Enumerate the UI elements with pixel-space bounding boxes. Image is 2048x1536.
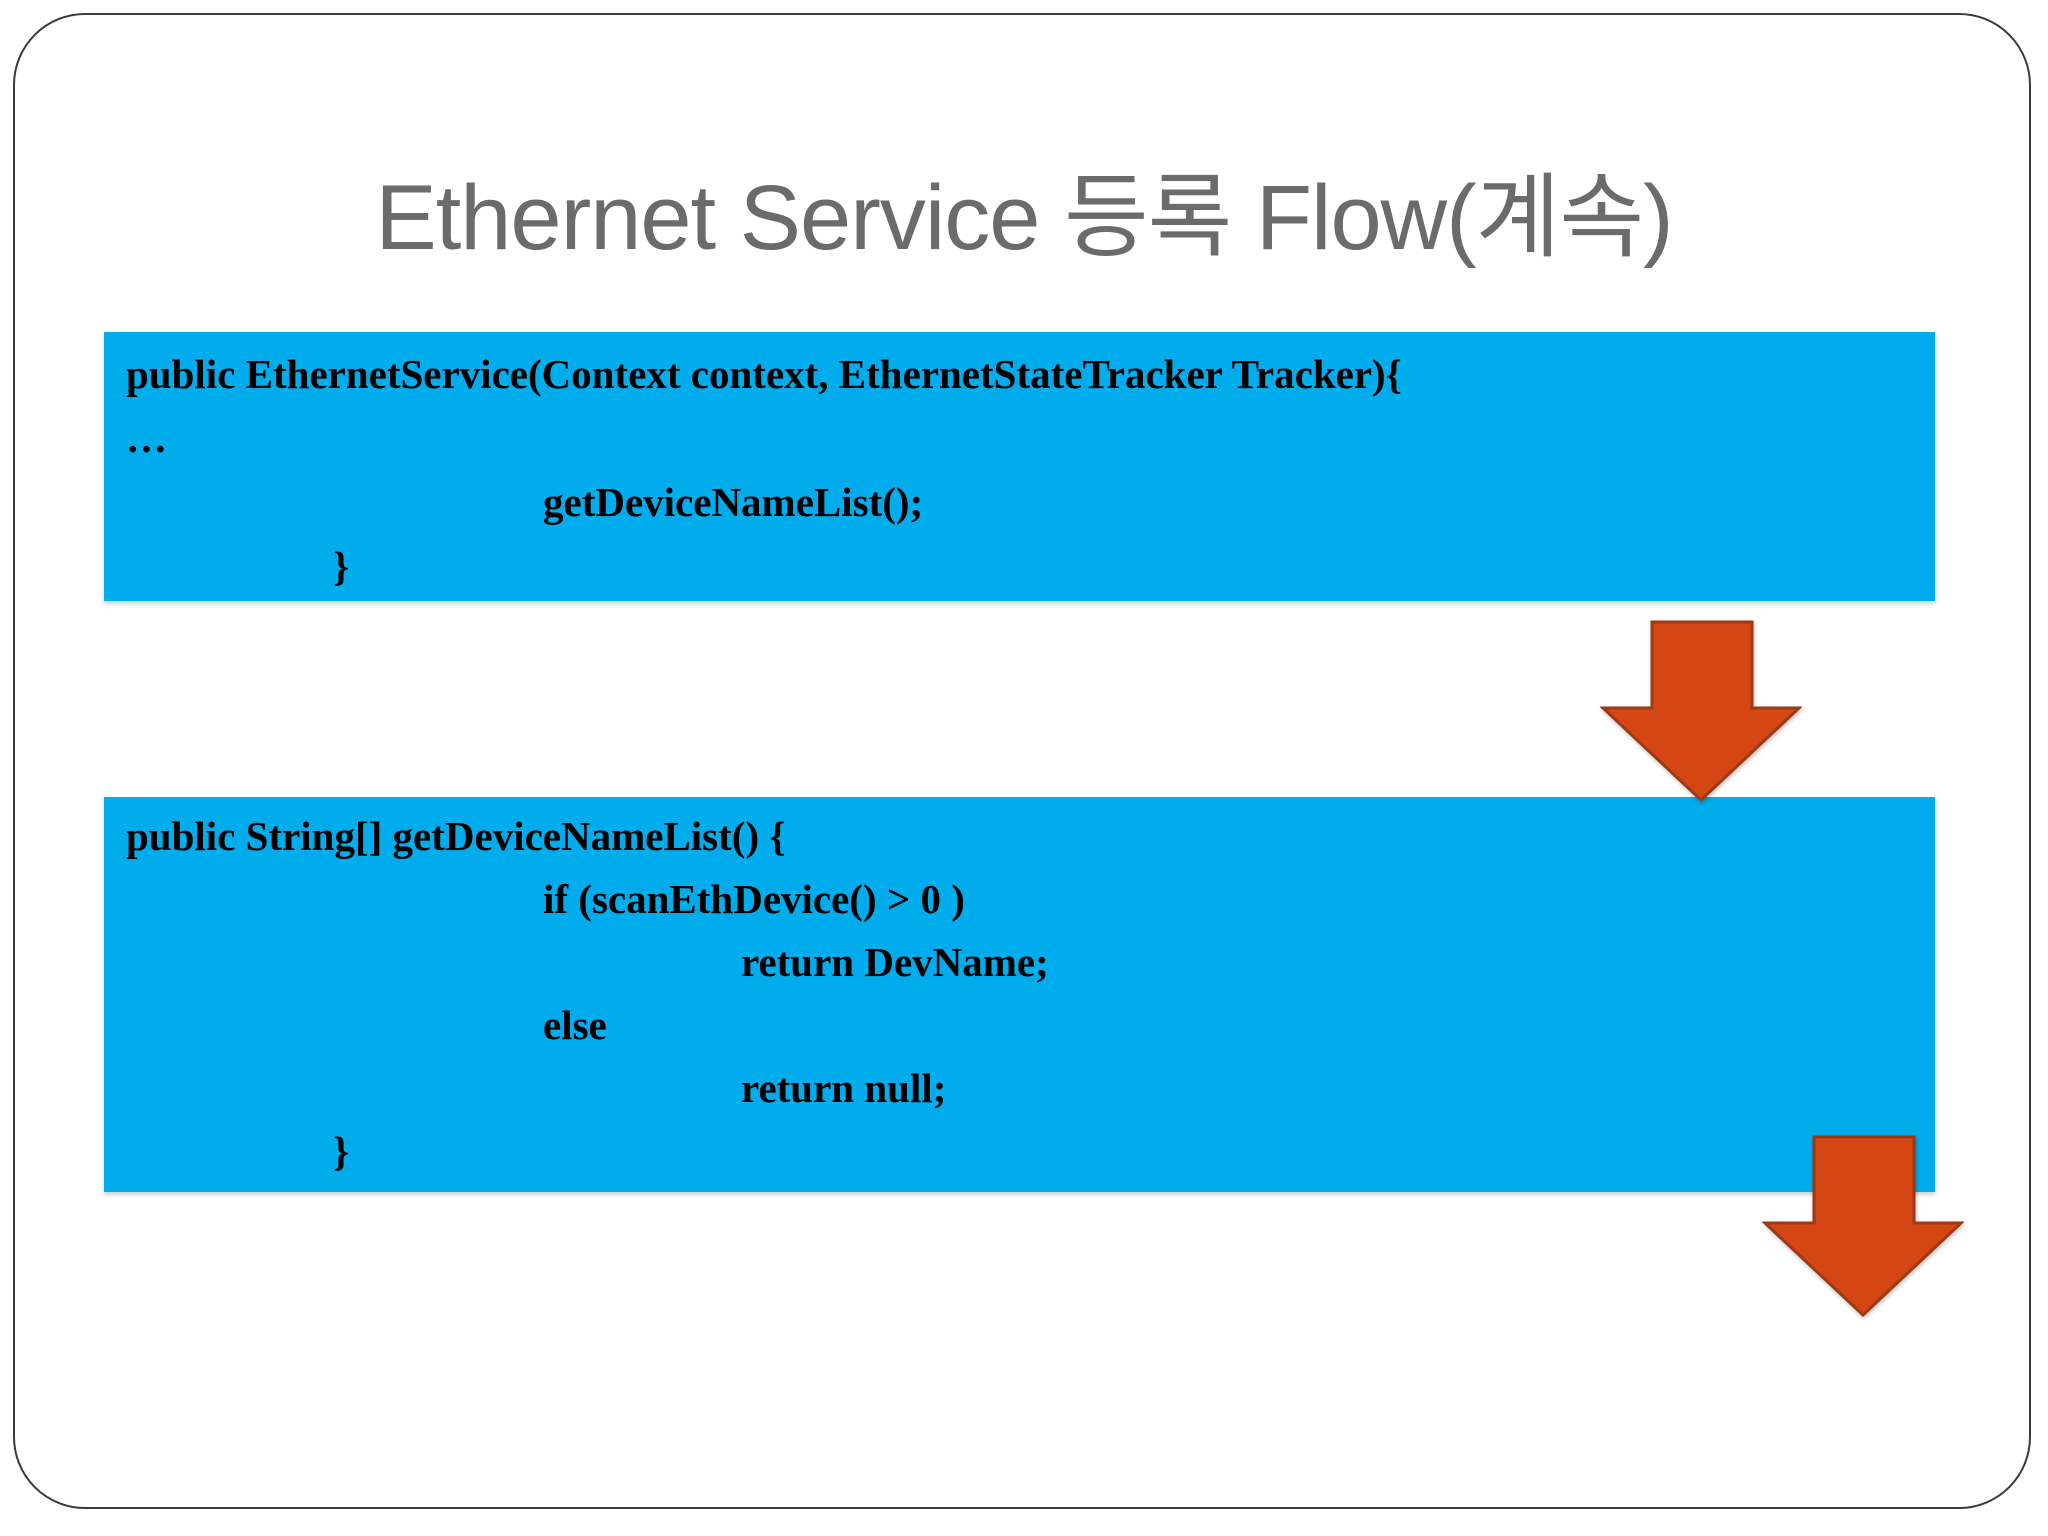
down-arrow-icon (1600, 620, 1802, 803)
code-block-ethernet-service-constructor: public EthernetService(Context context, … (104, 332, 1935, 601)
code-line: if (scanEthDevice() > 0 ) (543, 876, 965, 922)
down-arrow-shape (1600, 620, 1802, 803)
code-line: } (333, 1128, 350, 1174)
code-line: getDeviceNameList(); (543, 479, 924, 525)
code-line: } (333, 543, 350, 589)
down-arrow-shape (1762, 1135, 1964, 1318)
code-line: else (543, 1002, 607, 1048)
code-line: public EthernetService(Context context, … (126, 351, 1402, 397)
code-block-get-device-name-list: public String[] getDeviceNameList() { if… (104, 797, 1935, 1192)
down-arrow-icon (1762, 1135, 1964, 1318)
slide-title: Ethernet Service 등록 Flow(계속) (375, 167, 1673, 269)
code-line: return DevName; (741, 939, 1049, 985)
code-line: return null; (741, 1065, 947, 1111)
code-line: … (126, 415, 167, 461)
code-line: public String[] getDeviceNameList() { (126, 813, 786, 859)
